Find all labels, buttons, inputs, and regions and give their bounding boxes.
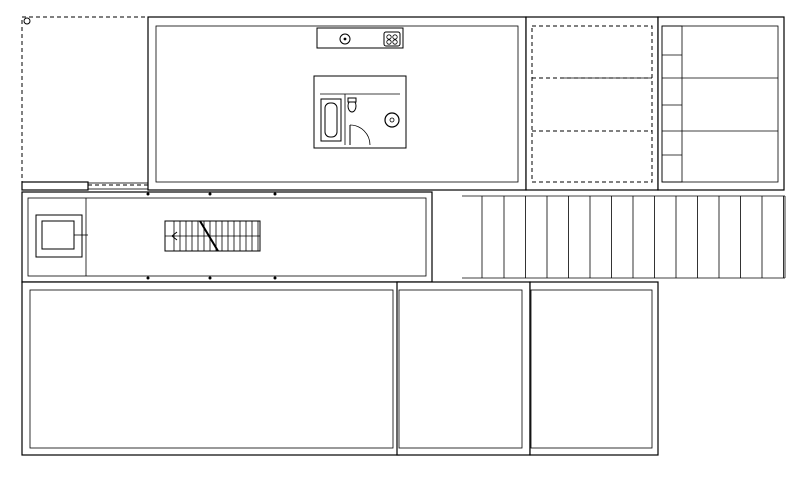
washbasin-icon xyxy=(384,112,400,128)
stove-icon xyxy=(339,33,351,45)
room-bottom-left xyxy=(21,281,400,456)
room-bottom-middle xyxy=(396,281,531,456)
door-swing-icon xyxy=(349,124,371,146)
sink-icon xyxy=(383,31,401,47)
bathroom-core xyxy=(313,75,407,149)
elevator-shaft xyxy=(35,214,88,258)
terrace xyxy=(462,195,786,279)
room-bottom-right xyxy=(529,281,659,456)
toilet-icon xyxy=(347,97,357,113)
dashed-outline-area xyxy=(21,16,149,191)
bathtub-icon xyxy=(320,98,342,142)
room-top-right-a xyxy=(525,16,659,191)
staircase xyxy=(164,220,261,252)
room-top-right-b xyxy=(657,16,785,191)
kitchen-counter xyxy=(316,27,404,49)
